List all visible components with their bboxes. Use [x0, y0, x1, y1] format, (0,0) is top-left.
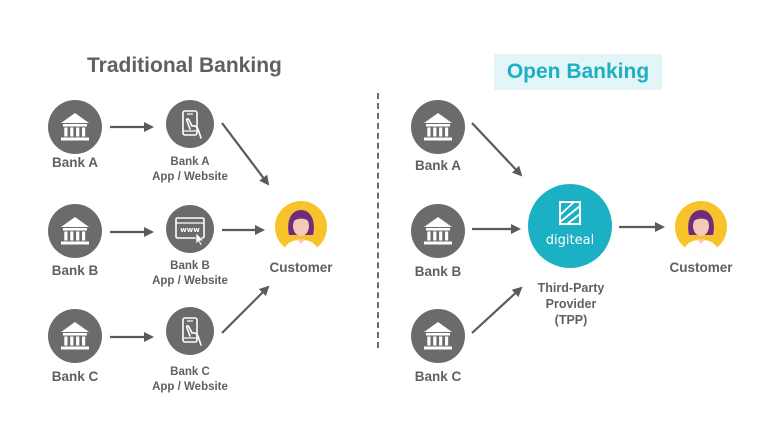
trad-arrow-app-c-to-customer	[221, 285, 270, 334]
open-bank-a-icon	[411, 100, 465, 154]
trad-app-c-label: Bank C App / Website	[152, 365, 228, 395]
digiteal-logo-icon: digiteal	[528, 184, 612, 268]
trad-app-a-smartphone-icon	[166, 100, 214, 148]
trad-bank-a-icon	[48, 100, 102, 154]
svg-text:www: www	[180, 226, 200, 234]
open-bank-c-icon	[411, 309, 465, 363]
open-bank-c-label: Bank C	[414, 369, 462, 384]
trad-customer-avatar-icon	[275, 201, 327, 253]
trad-arrow-app-a-to-customer	[221, 122, 270, 186]
tpp-label: Third-Party Provider (TPP)	[538, 280, 605, 328]
tpp-label-line1: Third-Party	[537, 281, 605, 295]
open-bank-a-label: Bank A	[414, 158, 462, 173]
trad-bank-c-icon	[48, 309, 102, 363]
open-bank-b-label: Bank B	[414, 264, 462, 279]
trad-app-b-type: App / Website	[152, 275, 228, 287]
trad-app-a-type: App / Website	[152, 171, 228, 183]
trad-app-c-type: App / Website	[152, 381, 228, 393]
svg-text:digiteal: digiteal	[546, 233, 594, 248]
open-arrow-bank-a-to-tpp	[471, 122, 523, 177]
tpp-label-line3: (TPP)	[554, 313, 588, 327]
open-customer-avatar-icon	[675, 201, 727, 253]
trad-bank-a-label: Bank A	[51, 155, 99, 170]
open-arrow-bank-c-to-tpp	[471, 286, 523, 334]
trad-bank-c-label: Bank C	[51, 369, 99, 384]
trad-app-b-browser-icon: www	[166, 205, 214, 253]
trad-bank-b-label: Bank B	[51, 263, 99, 278]
open-bank-b-icon	[411, 204, 465, 258]
trad-app-b-name: Bank B	[170, 260, 210, 272]
trad-app-b-label: Bank B App / Website	[152, 259, 228, 289]
traditional-banking-title: Traditional Banking	[87, 54, 282, 77]
trad-app-c-smartphone-icon	[166, 307, 214, 355]
trad-app-a-label: Bank A App / Website	[152, 155, 228, 185]
trad-app-a-name: Bank A	[170, 156, 210, 168]
open-banking-title: Open Banking	[494, 54, 662, 90]
tpp-label-line2: Provider	[545, 297, 597, 311]
trad-customer-label: Customer	[269, 260, 333, 275]
section-divider	[377, 93, 379, 348]
trad-bank-b-icon	[48, 204, 102, 258]
trad-app-c-name: Bank C	[170, 366, 210, 378]
open-customer-label: Customer	[669, 260, 733, 275]
